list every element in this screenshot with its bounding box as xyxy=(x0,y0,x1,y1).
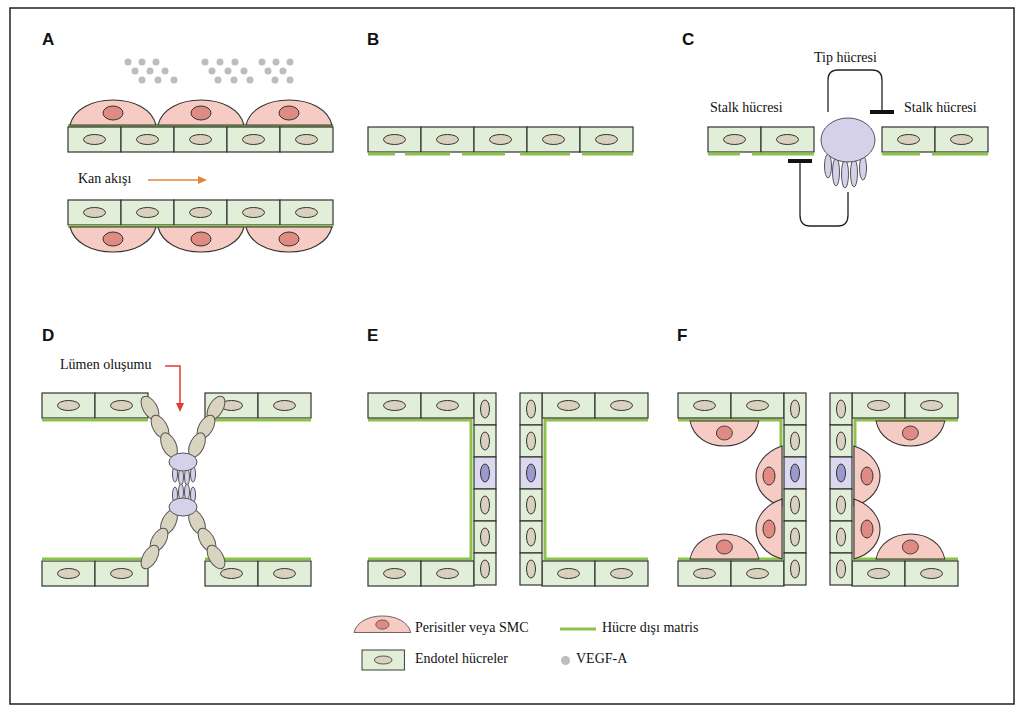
process-label: Lümen oluşumu xyxy=(60,357,151,373)
panel-letter: C xyxy=(682,30,694,50)
legend-swatch xyxy=(561,656,570,665)
panel-letter: D xyxy=(42,326,54,346)
flow-label: Kan akışı xyxy=(78,171,131,187)
panel-letter: A xyxy=(42,30,54,50)
panel-letter: F xyxy=(677,326,687,346)
cell-label: Stalk hücresi xyxy=(710,100,783,116)
legend-text: Endotel hücreler xyxy=(415,651,508,667)
legend-text: Perisitler veya SMC xyxy=(415,620,529,636)
legend-text: Hücre dışı matris xyxy=(602,620,698,636)
cell-label: Stalk hücresi xyxy=(904,100,977,116)
legend-text: VEGF-A xyxy=(576,651,627,667)
cell-label: Tip hücresi xyxy=(814,50,877,66)
panel-letter: B xyxy=(367,30,379,50)
panel-letter: E xyxy=(367,326,378,346)
